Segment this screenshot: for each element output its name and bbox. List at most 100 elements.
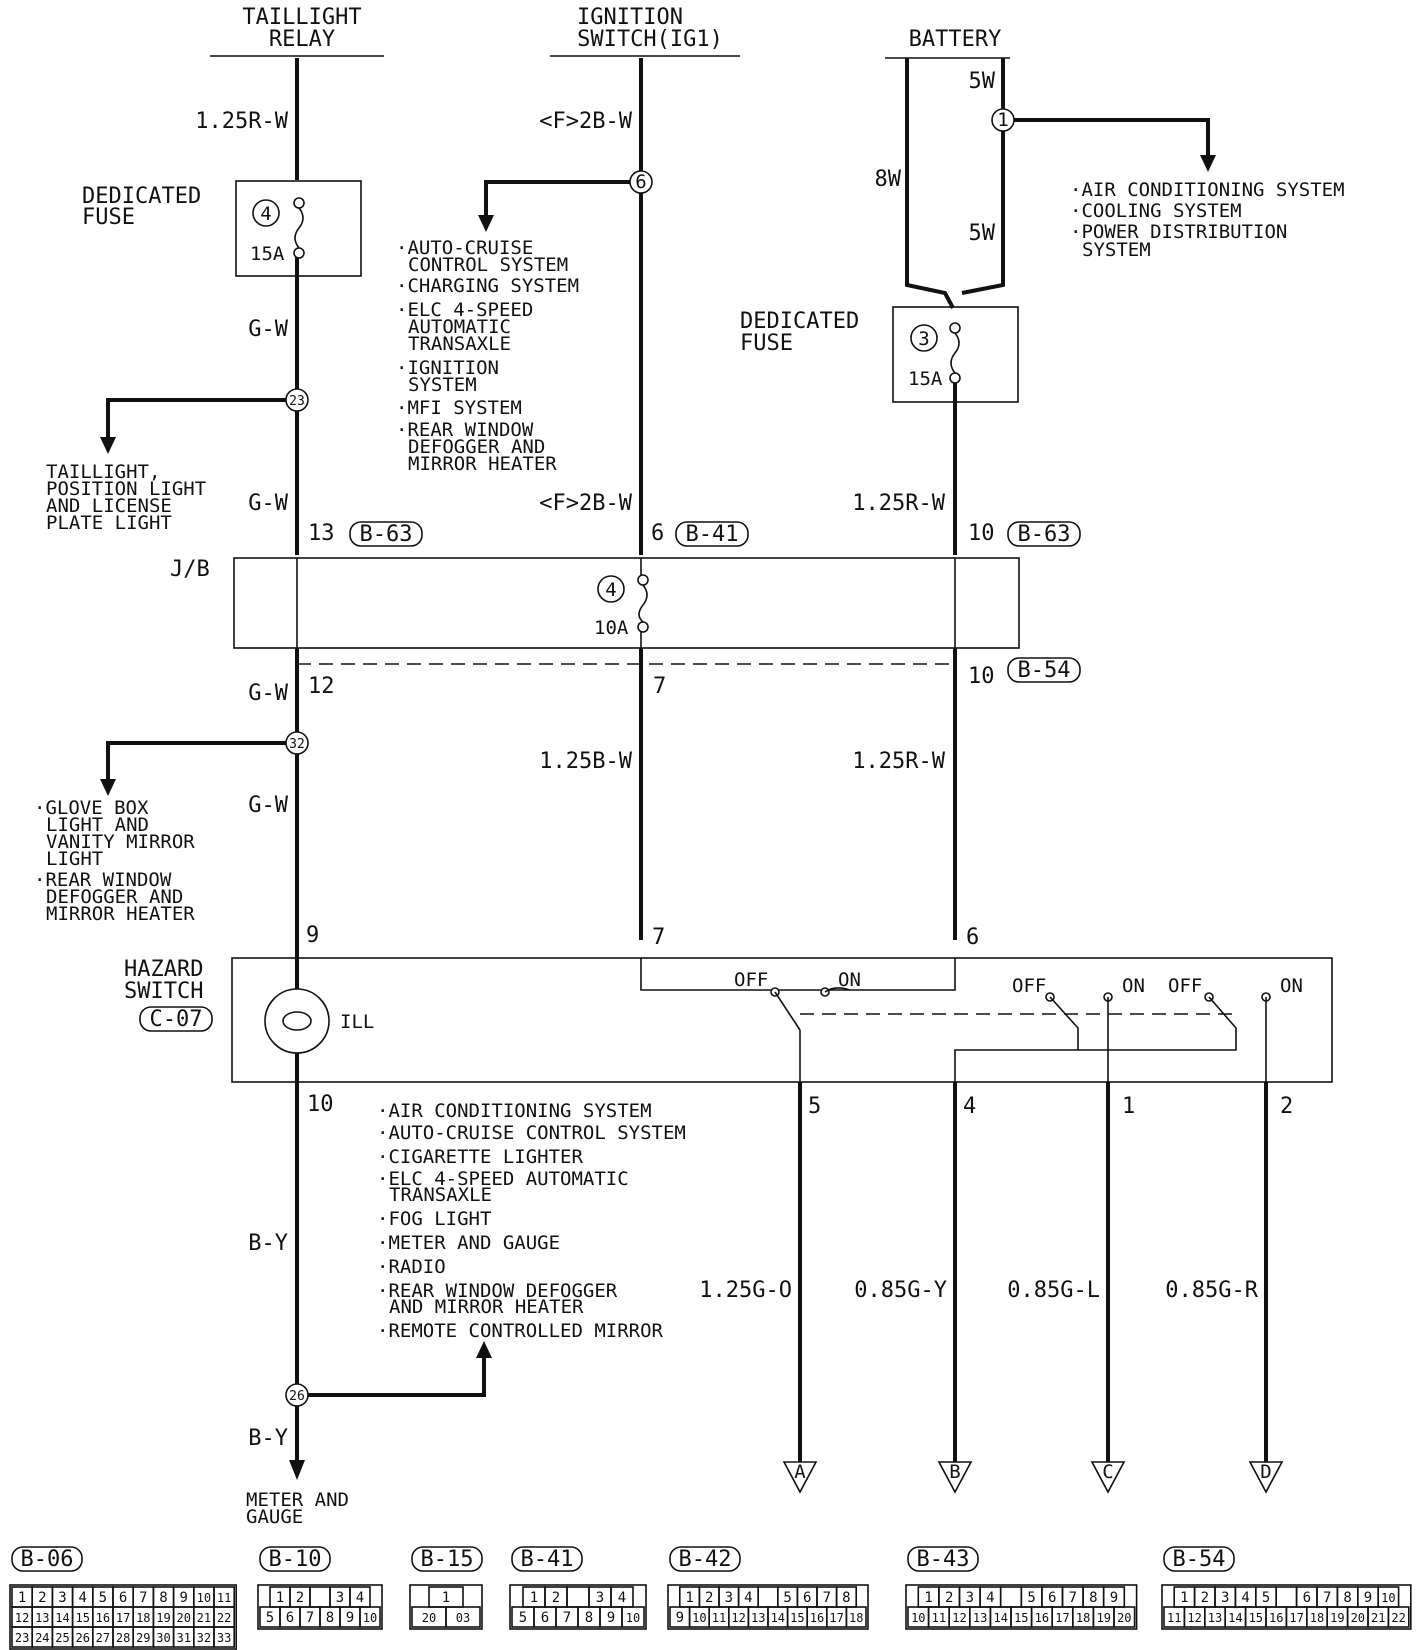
connector-pin: 20 xyxy=(176,1611,190,1625)
svg-text:GAUGE: GAUGE xyxy=(246,1506,303,1528)
by-branch-list: ·AIR CONDITIONING SYSTEM ·AUTO-CRUISE CO… xyxy=(377,1100,686,1342)
svg-text:SYSTEM: SYSTEM xyxy=(1082,239,1151,261)
connector-pin: 6 xyxy=(119,1590,127,1606)
connector-pin: 5 xyxy=(1262,1590,1270,1606)
jb-connector-b41: B-41 xyxy=(686,522,739,547)
terminal-c: C xyxy=(1090,1461,1126,1494)
connector-pin: 6 xyxy=(1048,1590,1056,1606)
svg-text:·AUTO-CRUISE CONTROL SYSTEM: ·AUTO-CRUISE CONTROL SYSTEM xyxy=(377,1122,686,1144)
taillight-branch-list: TAILLIGHT, POSITION LIGHT AND LICENSE PL… xyxy=(46,461,206,534)
svg-text:LIGHT: LIGHT xyxy=(46,848,103,870)
ignition-switch-label-line2: SWITCH(IG1) xyxy=(577,27,723,52)
svg-text:AUTOMATIC: AUTOMATIC xyxy=(408,316,511,338)
wire-taillight-branch xyxy=(106,398,297,440)
connector-pin: 31 xyxy=(176,1631,190,1645)
connector-pin: 14 xyxy=(993,1611,1007,1625)
svg-text:POSITION LIGHT: POSITION LIGHT xyxy=(46,478,206,500)
connector-pin: 12 xyxy=(731,1611,745,1625)
svg-text:·AIR CONDITIONING SYSTEM: ·AIR CONDITIONING SYSTEM xyxy=(1070,179,1345,201)
connector-pin: 11 xyxy=(712,1611,726,1625)
connector-pin: 3 xyxy=(596,1590,604,1606)
connector-pin: 32 xyxy=(197,1631,211,1645)
connector-pin: 28 xyxy=(116,1631,130,1645)
meter-gauge-label: METER AND GAUGE xyxy=(246,1489,349,1528)
svg-text:SYSTEM: SYSTEM xyxy=(408,374,477,396)
jb-pin-10-bottom: 10 xyxy=(968,664,995,689)
connector-pin: 9 xyxy=(676,1610,684,1626)
hazard-pin-1: 1 xyxy=(1122,1094,1135,1119)
svg-text:·CHARGING SYSTEM: ·CHARGING SYSTEM xyxy=(396,275,579,297)
connector-pin: 26 xyxy=(75,1631,89,1645)
splice-26: 26 xyxy=(285,1383,309,1407)
svg-text:MIRROR HEATER: MIRROR HEATER xyxy=(408,453,557,475)
connector-pin: 15 xyxy=(790,1611,804,1625)
connector-pin: 2 xyxy=(945,1590,953,1606)
ignition-switch-label-line1: IGNITION xyxy=(577,5,683,30)
jb-pin-7: 7 xyxy=(653,674,666,699)
svg-text:6: 6 xyxy=(635,171,646,193)
hazard-connector-c07: C-07 xyxy=(150,1007,203,1032)
connector-pin: 14 xyxy=(1228,1611,1242,1625)
connector-pin: 19 xyxy=(1096,1611,1110,1625)
wire-label-out-b: 0.85G-Y xyxy=(854,1278,947,1303)
connector-pin: 12 xyxy=(952,1611,966,1625)
hazard-ill-label: ILL xyxy=(340,1011,374,1033)
wire-label-by-1: B-Y xyxy=(248,1231,288,1256)
connector-pin: 7 xyxy=(1323,1590,1331,1606)
svg-text:·METER AND GAUGE: ·METER AND GAUGE xyxy=(377,1232,560,1254)
splice-23: 23 xyxy=(285,388,309,412)
svg-text:32: 32 xyxy=(289,737,305,752)
jb-connector-b63-b: B-63 xyxy=(1018,522,1071,547)
connector-pin: 25 xyxy=(55,1631,69,1645)
connector-pin: 7 xyxy=(139,1590,147,1606)
connector-pin: 12 xyxy=(1187,1611,1201,1625)
svg-text:·AUTO-CRUISE: ·AUTO-CRUISE xyxy=(396,237,533,259)
wire-label-relay-out: 1.25R-W xyxy=(195,109,288,134)
connector-pin: 9 xyxy=(607,1610,615,1626)
connector-pin: 3 xyxy=(966,1590,974,1606)
connector-pin: 1 xyxy=(530,1590,538,1606)
connector-pin: 10 xyxy=(197,1591,211,1605)
connector-pin: 5 xyxy=(266,1610,274,1626)
fuse4-number: 4 xyxy=(260,203,271,225)
connector-pin: 8 xyxy=(1343,1590,1351,1606)
connector-pin: 8 xyxy=(1089,1590,1097,1606)
connector-pin: 14 xyxy=(55,1611,69,1625)
connector-pin: 7 xyxy=(306,1610,314,1626)
dedicated-fuse-4: DEDICATED FUSE 4 15A xyxy=(82,180,362,277)
wire-label-out-a: 1.25G-O xyxy=(699,1278,792,1303)
connector-pin: 03 xyxy=(456,1611,470,1625)
jb-pin-13: 13 xyxy=(308,521,335,546)
connector-pin: 4 xyxy=(618,1590,626,1606)
connector-pin: 22 xyxy=(217,1611,231,1625)
connector-pin: 8 xyxy=(842,1590,850,1606)
svg-text:TRANSAXLE: TRANSAXLE xyxy=(408,333,511,355)
connector-pin: 2 xyxy=(552,1590,560,1606)
jb-pin-6: 6 xyxy=(651,521,664,546)
glovebox-branch-list: ·GLOVE BOX LIGHT AND VANITY MIRROR LIGHT… xyxy=(34,797,195,925)
connector-pin: 1 xyxy=(18,1590,26,1606)
svg-text:LIGHT AND: LIGHT AND xyxy=(46,814,149,836)
connector-pin: 30 xyxy=(156,1631,170,1645)
svg-text:B: B xyxy=(949,1461,960,1483)
connector-pin: 4 xyxy=(78,1590,86,1606)
wire-battery-branch xyxy=(1003,118,1210,158)
hazard-on-3: ON xyxy=(1280,975,1303,997)
connector-pin: 10 xyxy=(911,1611,925,1625)
battery-source: BATTERY xyxy=(885,27,1010,59)
connector-pin: 18 xyxy=(849,1611,863,1625)
svg-text:1: 1 xyxy=(997,109,1008,131)
connector-pin: 2 xyxy=(1201,1590,1209,1606)
connector-pin: 3 xyxy=(336,1590,344,1606)
jb-pin-10-top: 10 xyxy=(968,521,995,546)
connector-pin: 10 xyxy=(363,1611,377,1625)
connector-pin: 20 xyxy=(422,1611,436,1625)
connector-pin: 7 xyxy=(1069,1590,1077,1606)
svg-text:PLATE LIGHT: PLATE LIGHT xyxy=(46,512,172,534)
connector-pin: 6 xyxy=(541,1610,549,1626)
